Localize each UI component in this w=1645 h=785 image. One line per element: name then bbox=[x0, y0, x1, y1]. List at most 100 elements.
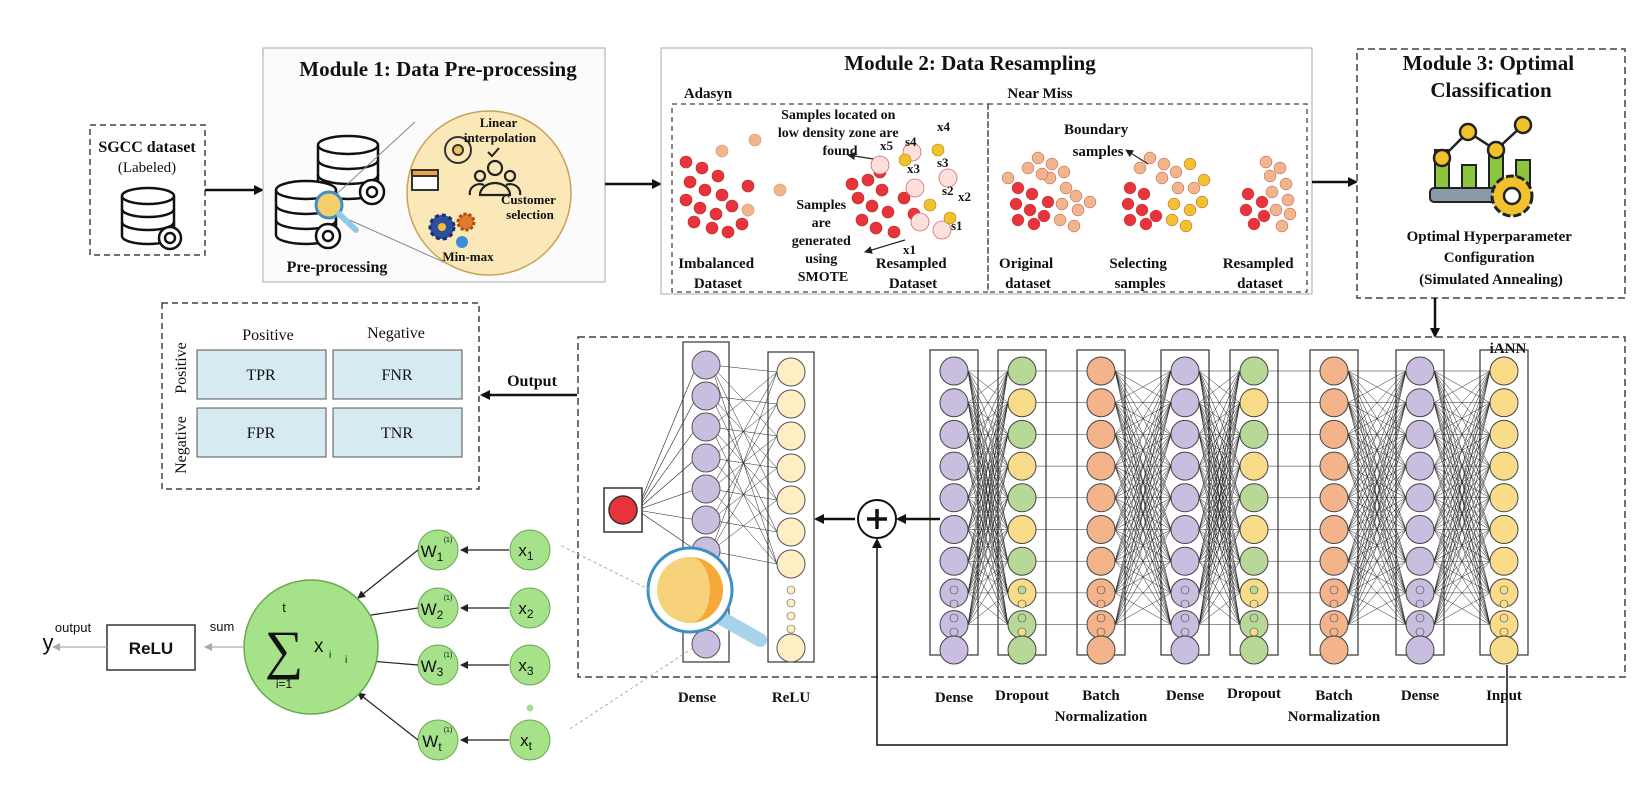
selecting-point-16 bbox=[1165, 213, 1179, 227]
edge-6-8-4 bbox=[1433, 497, 1491, 625]
neuron-dot-6-1 bbox=[1415, 599, 1425, 609]
selecting-point-5 bbox=[1123, 213, 1137, 227]
neuron-last-4 bbox=[1239, 635, 1269, 665]
adasyn-point-12 bbox=[721, 225, 735, 239]
resampled-nearmiss-point-12 bbox=[1283, 207, 1297, 221]
head-edge-0-4 bbox=[710, 364, 778, 501]
weight-superscript-3: (1) bbox=[444, 652, 453, 659]
selecting-point-15 bbox=[1183, 203, 1197, 217]
density-ring-5 bbox=[932, 220, 952, 240]
nearmiss-resampled-label: Resampled dataset bbox=[1223, 256, 1298, 292]
resampled-point-4 bbox=[881, 205, 895, 219]
selecting-point-19 bbox=[1197, 173, 1211, 187]
input-node-1 bbox=[509, 529, 551, 571]
network-layers bbox=[682, 341, 1529, 665]
neuron-dot-2-1 bbox=[1096, 599, 1106, 609]
neuron-4-1 bbox=[1239, 388, 1269, 418]
edge-6-2-0 bbox=[1433, 370, 1491, 435]
row-header-negative: Negative bbox=[173, 416, 190, 474]
head-relu-neuron-3 bbox=[776, 453, 806, 483]
point-label-s3: s3 bbox=[937, 155, 949, 170]
neuron-6-5 bbox=[1405, 515, 1435, 544]
output-symbol: y bbox=[43, 630, 54, 655]
neuron-dot-4-1 bbox=[1249, 599, 1259, 609]
neuron-dot-4-0 bbox=[1249, 585, 1259, 595]
layer-label-dense-1: Dense bbox=[935, 690, 974, 706]
nearmiss-box bbox=[987, 103, 1308, 293]
head-dense-neuron-1 bbox=[691, 381, 721, 411]
neuron-6-1 bbox=[1405, 388, 1435, 418]
head-edge-5-5 bbox=[710, 519, 778, 533]
neuron-3-2 bbox=[1170, 419, 1200, 449]
edge-3-8-4 bbox=[1198, 497, 1241, 625]
head-edge-6-2 bbox=[710, 435, 778, 552]
neuron-1-3 bbox=[1007, 451, 1037, 481]
neuron-last-3 bbox=[1170, 635, 1200, 665]
resampled-nearmiss-point-0 bbox=[1241, 187, 1255, 201]
neuron-dot-6-2 bbox=[1415, 613, 1425, 623]
sum-lower-limit: i=1 bbox=[276, 677, 293, 691]
relu-label: ReLU bbox=[129, 639, 173, 658]
original-point-20 bbox=[1001, 171, 1015, 185]
edge-2-1-0 bbox=[1114, 370, 1172, 403]
neuron-5-1 bbox=[1319, 388, 1349, 418]
adasyn-point-4 bbox=[698, 183, 712, 197]
col-header-negative: Negative bbox=[367, 325, 425, 342]
edge-0-7-0 bbox=[967, 370, 1009, 593]
cell-tnr: TNR bbox=[381, 425, 413, 442]
selecting-point-7 bbox=[1143, 151, 1157, 165]
minmax-gears-icon bbox=[428, 212, 476, 248]
module2-panel: Module 2: Data Resampling Adasyn Near Mi… bbox=[660, 47, 1313, 295]
adasyn-point-2 bbox=[711, 169, 725, 183]
module1-title: Module 1: Data Pre-processing bbox=[299, 57, 577, 81]
head-edge-3-5 bbox=[710, 457, 778, 533]
neuron-1-6 bbox=[1007, 546, 1037, 576]
selecting-point-9 bbox=[1133, 161, 1147, 175]
head-edge-6-4 bbox=[710, 499, 778, 552]
neuron-0-0 bbox=[939, 356, 969, 386]
adasyn-point-5 bbox=[715, 188, 729, 202]
neuron-dot-0-3 bbox=[949, 627, 959, 637]
adasyn-scatter bbox=[679, 133, 958, 240]
edge-3-3-0 bbox=[1198, 370, 1241, 467]
edge-2-6-0 bbox=[1114, 370, 1172, 562]
point-label-s4: s4 bbox=[905, 134, 917, 149]
neuron-dot-3-2 bbox=[1180, 613, 1190, 623]
density-ring-0 bbox=[870, 155, 890, 175]
adasyn-minority-3 bbox=[773, 183, 787, 197]
selecting-point-11 bbox=[1155, 171, 1169, 185]
head-relu-neuron-1 bbox=[776, 389, 806, 419]
neuron-4-0 bbox=[1239, 356, 1269, 386]
neuron-dot-1-1 bbox=[1017, 599, 1027, 609]
resampled-point-2 bbox=[851, 191, 865, 205]
edge-0-8-6 bbox=[967, 561, 1009, 625]
neuron-dot-3-3 bbox=[1180, 627, 1190, 637]
edge-3-5-0 bbox=[1198, 370, 1241, 530]
neuron-5-6 bbox=[1319, 546, 1349, 576]
module3-panel: Module 3: Optimal Classification Optimal… bbox=[1356, 48, 1626, 299]
neuron-dot-2-3 bbox=[1096, 627, 1106, 637]
edge-6-7-0 bbox=[1433, 370, 1491, 593]
head-edge-1-3 bbox=[710, 395, 778, 469]
output-text: output bbox=[55, 620, 92, 635]
edge-3-8-2 bbox=[1198, 434, 1241, 625]
original-point-2 bbox=[1009, 197, 1023, 211]
module1-panel: Module 1: Data Pre-processing Pre-proces… bbox=[262, 47, 606, 283]
original-dataset-label: Original dataset bbox=[999, 256, 1057, 292]
edge-3-8-0 bbox=[1198, 370, 1241, 625]
edge-2-8-5 bbox=[1114, 529, 1172, 625]
neuron-5-5 bbox=[1319, 515, 1349, 544]
neuron-3-0 bbox=[1170, 356, 1200, 386]
head-dense-neuron-9 bbox=[691, 629, 721, 659]
selecting-point-14 bbox=[1167, 197, 1181, 211]
neuron-7-2 bbox=[1489, 419, 1519, 449]
selecting-point-8 bbox=[1157, 157, 1171, 171]
edge-0-8-2 bbox=[967, 434, 1009, 625]
adasyn-point-0 bbox=[679, 155, 693, 169]
resampled-nearmiss-point-2 bbox=[1239, 203, 1253, 217]
edge-2-8-0 bbox=[1114, 370, 1172, 625]
head-relu-dot-2 bbox=[786, 611, 796, 621]
adasyn-minority-2 bbox=[741, 203, 755, 217]
neuron-dot-5-2 bbox=[1329, 613, 1339, 623]
sigma-symbol: ∑ bbox=[265, 620, 304, 680]
